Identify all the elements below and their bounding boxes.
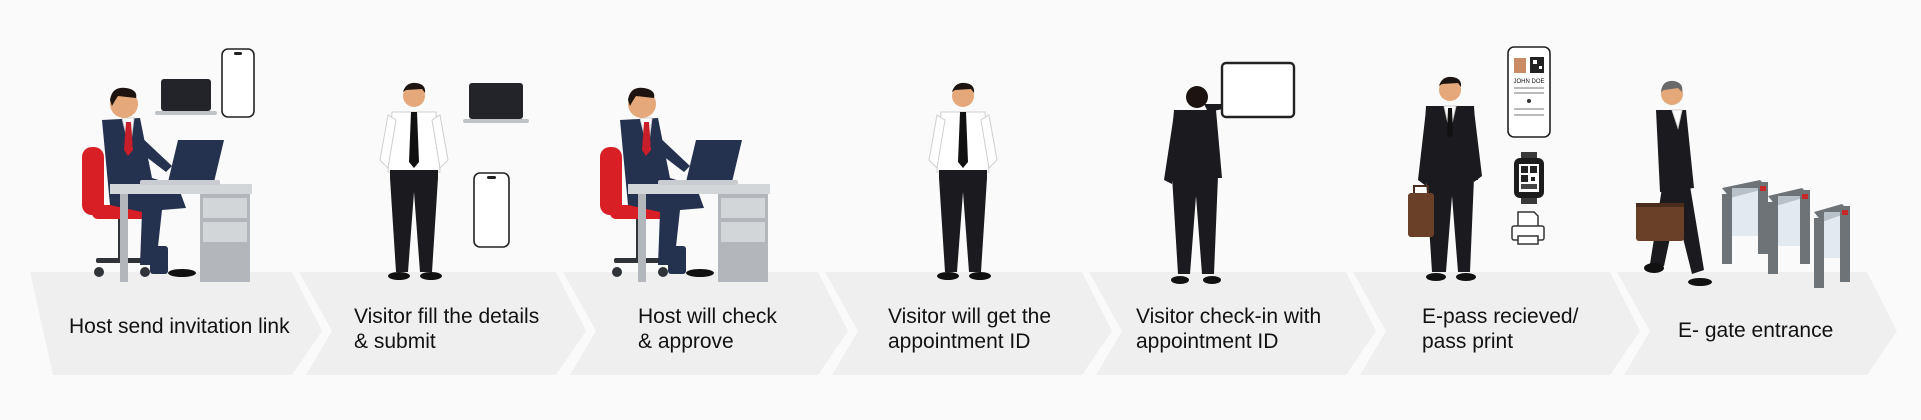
touch-screen-icon bbox=[1220, 61, 1296, 119]
smartphone-icon bbox=[473, 172, 510, 248]
chevron-step-4 bbox=[825, 272, 1112, 375]
walking-visitor-icon bbox=[1644, 80, 1712, 286]
chevron-step-6 bbox=[1353, 272, 1640, 375]
chevron-step-7 bbox=[1617, 272, 1897, 375]
step-7-label: E- gate entrance bbox=[1678, 319, 1834, 342]
turnstile-gate-icon bbox=[1722, 180, 1850, 288]
host-at-desk-icon bbox=[82, 87, 252, 282]
visitor-checkin-icon bbox=[1164, 86, 1237, 284]
step-6-label: E-pass recieved/ pass print bbox=[1422, 305, 1579, 353]
host-at-desk-icon bbox=[600, 87, 770, 282]
visitor-standing-icon bbox=[1418, 76, 1482, 281]
laptop-icon bbox=[463, 83, 529, 123]
step-2-label: Visitor fill the details & submit bbox=[354, 305, 540, 353]
briefcase-icon bbox=[1636, 203, 1684, 241]
smartphone-icon: JOHN DOE bbox=[1507, 46, 1551, 138]
chevron-step-3 bbox=[563, 272, 848, 375]
smartphone-icon bbox=[221, 48, 255, 118]
chevron-step-1 bbox=[30, 272, 322, 375]
visitor-standing-icon bbox=[379, 82, 449, 280]
chevron-step-2 bbox=[299, 272, 586, 375]
step-5-label: Visitor check-in with appointment ID bbox=[1136, 305, 1322, 353]
step-3-label: Host will check & approve bbox=[638, 305, 777, 353]
step-4-label: Visitor will get the appointment ID bbox=[888, 305, 1052, 353]
chevron-step-5 bbox=[1089, 272, 1376, 375]
briefcase-icon bbox=[1408, 185, 1434, 237]
smartwatch-icon bbox=[1514, 152, 1544, 204]
laptop-icon bbox=[155, 79, 217, 115]
epass-name: JOHN DOE bbox=[1513, 79, 1544, 85]
step-1-label: Host send invitation link bbox=[69, 315, 290, 338]
visitor-standing-icon bbox=[928, 82, 998, 280]
printer-icon bbox=[1511, 211, 1545, 245]
